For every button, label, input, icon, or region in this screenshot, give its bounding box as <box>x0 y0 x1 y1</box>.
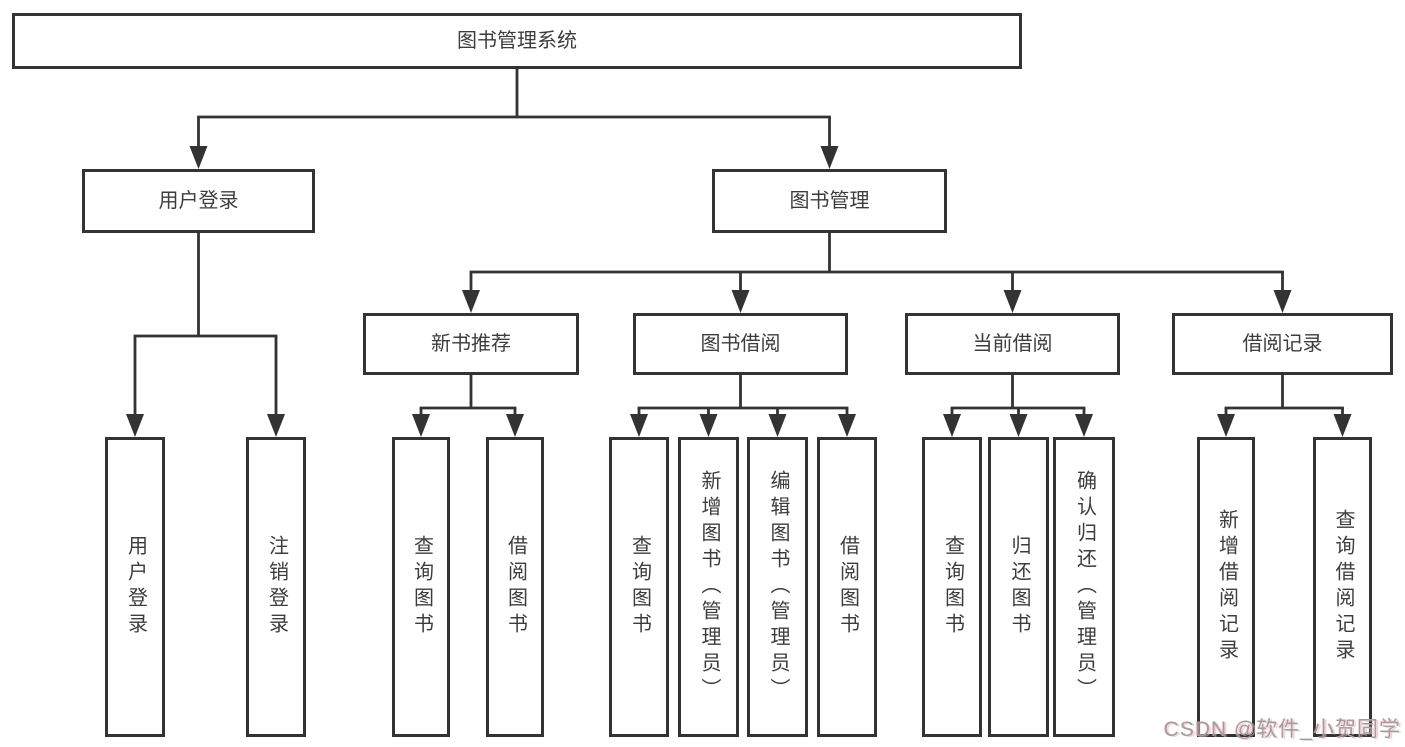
node-label: 图书借阅 <box>700 332 781 355</box>
node-label: 借阅图书 <box>836 535 859 639</box>
node-label: 编辑图书（管理员） <box>767 470 789 704</box>
node-add-borrow-record: 新增借阅记录 <box>1197 437 1255 737</box>
node-book-mgmt: 图书管理 <box>712 169 947 233</box>
node-label: 用户登录 <box>124 535 147 639</box>
node-new-book-rec: 新书推荐 <box>363 313 579 375</box>
node-label: 借阅记录 <box>1242 332 1323 355</box>
node-query-book-3: 查询图书 <box>922 437 982 737</box>
arrowhead <box>189 146 208 169</box>
node-label: 图书管理 <box>789 189 870 212</box>
arrowhead <box>943 414 961 437</box>
arrowhead <box>1009 414 1028 437</box>
node-borrow-book-2: 借阅图书 <box>817 437 877 737</box>
node-label: 图书管理系统 <box>457 29 577 52</box>
arrowhead <box>768 414 787 437</box>
node-root: 图书管理系统 <box>12 13 1022 69</box>
node-label: 查询借阅记录 <box>1332 509 1354 665</box>
node-borrow-book-1: 借阅图书 <box>486 437 544 737</box>
watermark: CSDN @软件_小贺同学 <box>1163 718 1401 741</box>
arrowhead <box>838 414 856 437</box>
node-login: 用户登录 <box>105 437 165 737</box>
node-label: 查询图书 <box>410 535 433 639</box>
node-label: 新增图书（管理员） <box>698 470 720 704</box>
node-user-login: 用户登录 <box>82 169 315 233</box>
node-label: 确认归还（管理员） <box>1073 470 1096 704</box>
arrowhead <box>126 414 144 437</box>
arrowhead <box>731 290 750 313</box>
node-label: 用户登录 <box>158 189 239 212</box>
node-add-book: 新增图书（管理员） <box>678 437 739 737</box>
arrowhead <box>462 290 480 313</box>
node-confirm-return: 确认归还（管理员） <box>1053 437 1115 737</box>
node-current-borrow: 当前借阅 <box>905 313 1120 375</box>
arrowhead <box>699 414 718 437</box>
node-logout: 注销登录 <box>246 437 306 737</box>
node-return-book: 归还图书 <box>988 437 1049 737</box>
arrowhead <box>630 414 648 437</box>
arrowhead <box>1003 290 1022 313</box>
node-query-borrow-record: 查询借阅记录 <box>1313 437 1372 737</box>
node-label: 注销登录 <box>265 535 288 639</box>
arrowhead <box>820 146 839 169</box>
node-label: 查询图书 <box>941 535 964 639</box>
arrowhead <box>1217 414 1235 437</box>
arrowhead <box>1333 414 1352 437</box>
node-label: 新增借阅记录 <box>1215 509 1238 665</box>
arrowhead <box>1075 414 1093 437</box>
node-query-book-2: 查询图书 <box>609 437 669 737</box>
node-label: 归还图书 <box>1008 535 1030 639</box>
node-edit-book: 编辑图书（管理员） <box>747 437 808 737</box>
arrowhead <box>412 414 430 437</box>
node-label: 查询图书 <box>628 535 651 639</box>
arrowhead <box>506 414 524 437</box>
node-query-book-1: 查询图书 <box>392 437 450 737</box>
node-label: 借阅图书 <box>504 535 527 639</box>
arrowhead <box>1273 290 1292 313</box>
node-label: 新书推荐 <box>431 332 511 355</box>
node-label: 当前借阅 <box>972 332 1053 355</box>
arrowhead <box>267 414 285 437</box>
node-book-borrow: 图书借阅 <box>633 313 848 375</box>
node-borrow-records: 借阅记录 <box>1172 313 1393 375</box>
